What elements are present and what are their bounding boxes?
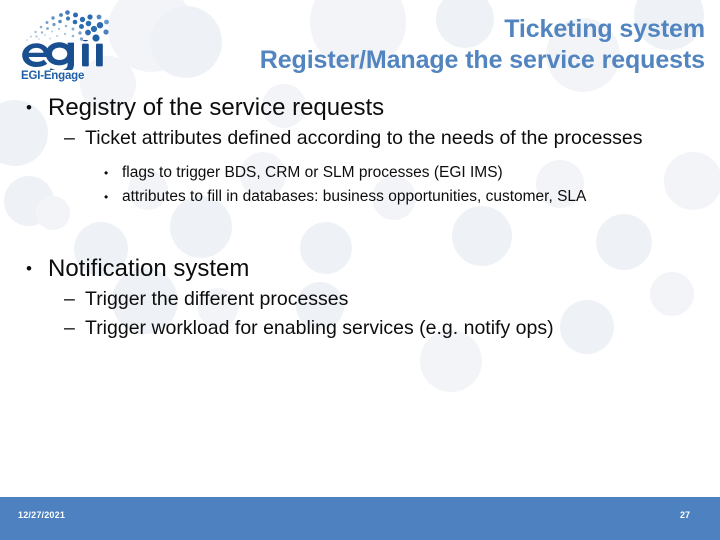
bullet-level2: – Trigger workload for enabling services…	[64, 314, 708, 343]
footer-date: 12/27/2021	[18, 510, 66, 520]
logo-subtitle: EGI-Engage	[21, 70, 85, 82]
footer-page-number: 27	[679, 510, 690, 520]
bullet-level2: – Ticket attributes defined according to…	[64, 124, 708, 153]
bullet-level1: • Registry of the service requests	[26, 92, 708, 124]
slide-title: Ticketing system Register/Manage the ser…	[120, 14, 705, 76]
dot-fan-icon	[26, 10, 109, 42]
bullet-text: Trigger workload for enabling services (…	[85, 317, 554, 339]
slide-body: • Registry of the service requests – Tic…	[18, 92, 708, 343]
egi-logo: EGI-Engage	[18, 10, 114, 88]
bullet-level2: – Trigger the different processes	[64, 285, 708, 314]
dash-marker-icon: –	[64, 288, 75, 310]
spacer	[18, 231, 708, 253]
bullet-marker-icon: •	[104, 166, 109, 180]
bullet-text: Registry of the service requests	[48, 94, 385, 121]
bullet-text: Ticket attributes defined according to t…	[85, 127, 643, 149]
bullet-text: flags to trigger BDS, CRM or SLM process…	[122, 164, 503, 181]
title-line-2: Register/Manage the service requests	[259, 46, 705, 74]
bullet-text: attributes to fill in databases: busines…	[122, 188, 587, 205]
spacer	[18, 209, 708, 231]
bullet-level3: • attributes to fill in databases: busin…	[104, 185, 708, 209]
slide-footer: 12/27/2021 27	[0, 497, 720, 540]
egi-wordmark-icon	[22, 40, 103, 70]
bullet-text: Trigger the different processes	[85, 288, 349, 310]
dash-marker-icon: –	[64, 127, 75, 149]
dash-marker-icon: –	[64, 317, 75, 339]
bullet-marker-icon: •	[26, 259, 32, 278]
bullet-level3: • flags to trigger BDS, CRM or SLM proce…	[104, 161, 708, 185]
title-line-1: Ticketing system	[504, 15, 705, 43]
bullet-level1: • Notification system	[26, 253, 708, 285]
bullet-text: Notification system	[48, 255, 250, 282]
bullet-marker-icon: •	[104, 190, 109, 204]
bullet-marker-icon: •	[26, 98, 32, 117]
spacer	[18, 153, 708, 161]
